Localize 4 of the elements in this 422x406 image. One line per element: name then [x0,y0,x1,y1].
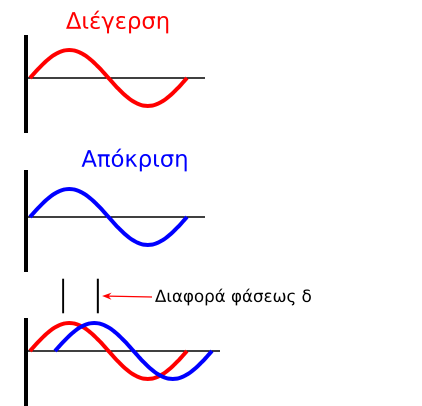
panel-title: Διέγερση [66,10,168,34]
annotation-text: Διαφορά φάσεως δ [155,288,311,306]
panel-title: Απόκριση [82,148,187,172]
phase-marks [62,278,99,314]
